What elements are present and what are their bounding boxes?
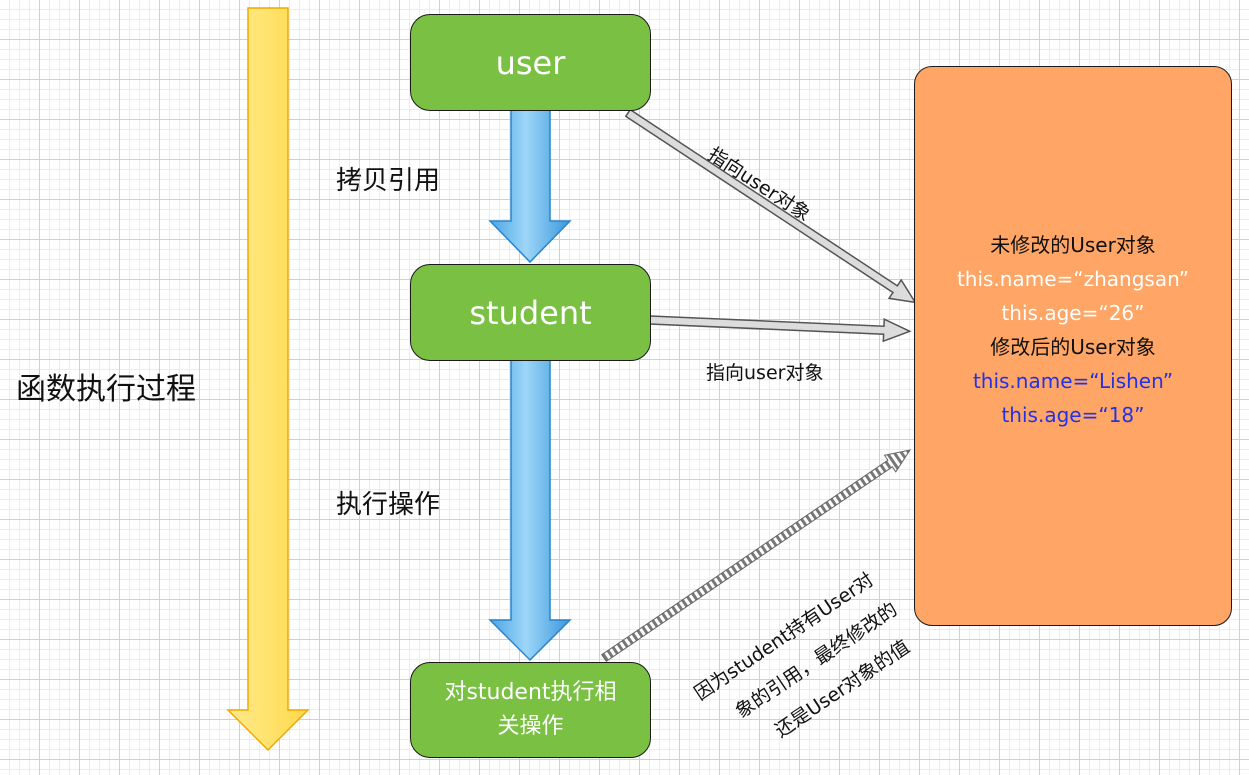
before-name: this.name=“zhangsan”	[956, 267, 1190, 291]
operate-node-line2: 关操作	[497, 714, 564, 739]
student-points-to-label: 指向user对象	[706, 362, 824, 384]
user-points-to-arrow	[624, 108, 917, 304]
operate-node: 对student执行相 关操作	[410, 662, 651, 758]
user-node-label: user	[495, 43, 566, 82]
before-age: this.age=“26”	[1001, 301, 1145, 325]
modifies-object-arrow	[601, 449, 912, 663]
before-title: 未修改的User对象	[990, 233, 1156, 257]
execute-operation-label: 执行操作	[336, 490, 441, 520]
student-points-to-arrow	[649, 315, 912, 343]
student-node-label: student	[469, 293, 592, 332]
after-name: this.name=“Lishen”	[972, 369, 1174, 393]
user-object-text: 未修改的User对象 this.name=“zhangsan” this.age…	[914, 228, 1232, 432]
operate-node-line1: 对student执行相	[444, 680, 617, 705]
copy-reference-arrow	[488, 109, 572, 264]
after-title: 修改后的User对象	[990, 335, 1156, 359]
copy-reference-label: 拷贝引用	[336, 166, 441, 196]
user-object-box	[914, 66, 1232, 626]
after-age: this.age=“18”	[1001, 403, 1145, 427]
process-label: 函数执行过程	[16, 372, 196, 407]
student-node: student	[410, 264, 651, 361]
process-timeline-arrow	[226, 7, 310, 752]
user-node: user	[410, 14, 651, 111]
execute-operation-arrow	[488, 359, 572, 662]
